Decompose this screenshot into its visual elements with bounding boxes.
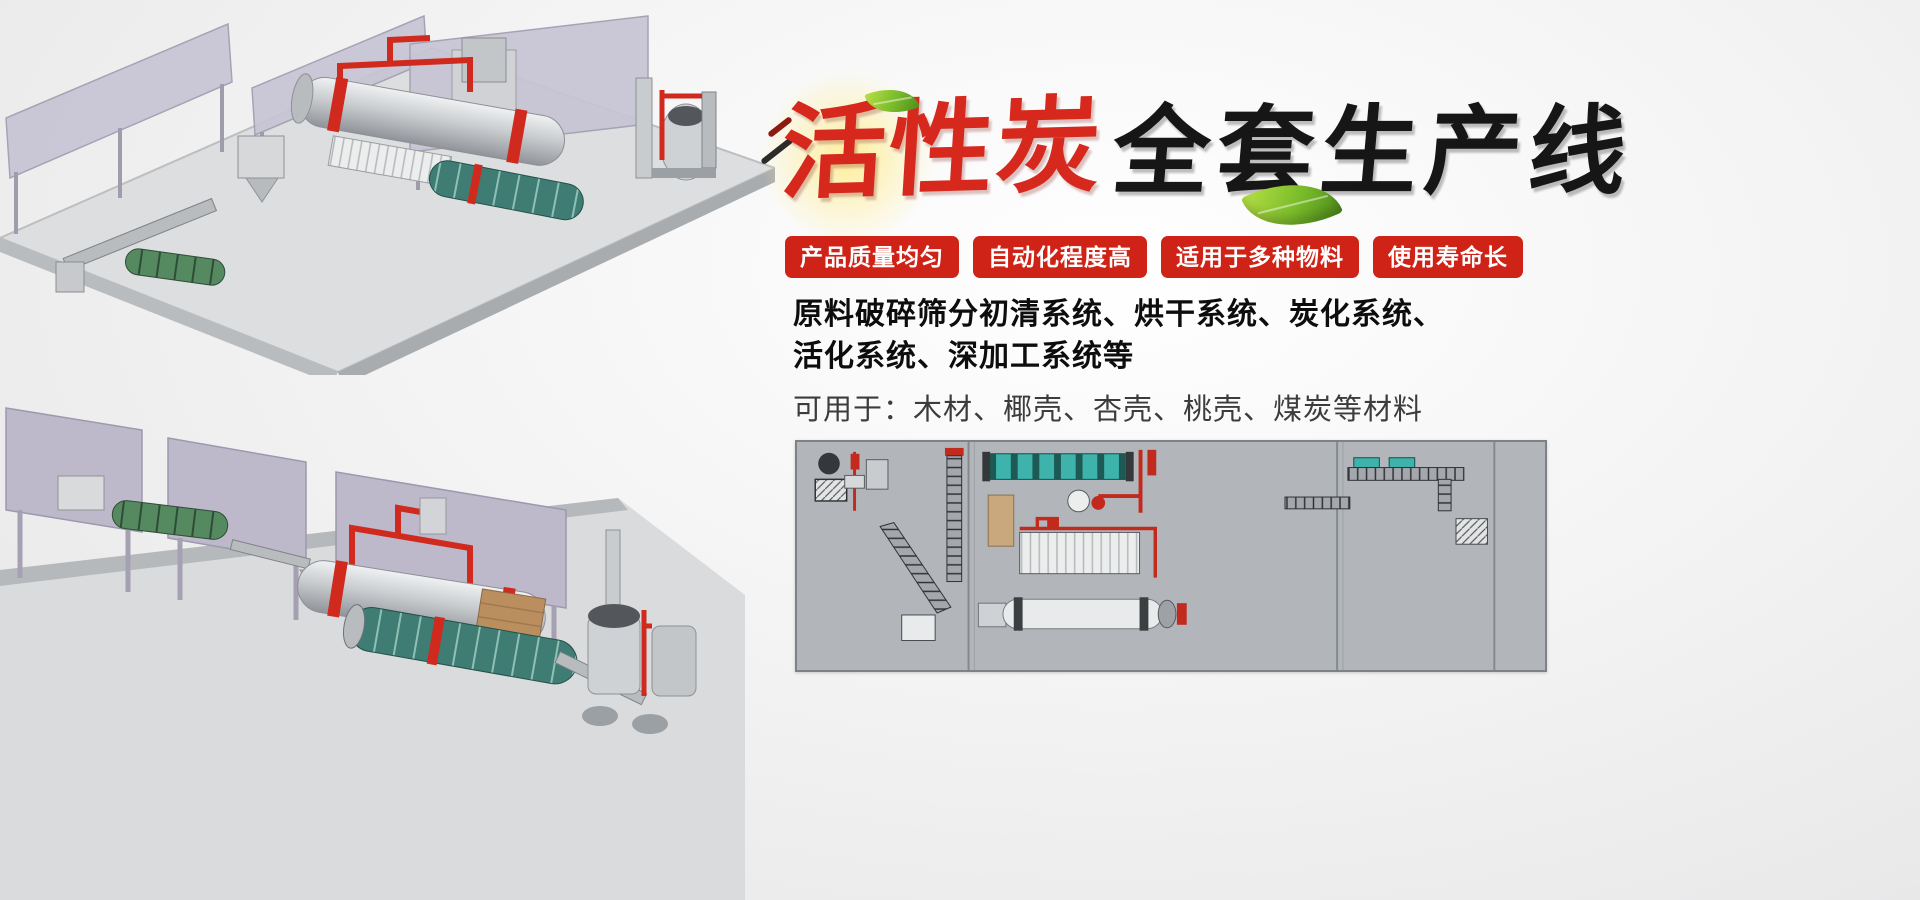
title-rest: 全套生产线 — [1108, 97, 1638, 206]
furnace-cluster — [635, 77, 717, 181]
badge-long-lifespan: 使用寿命长 — [1373, 236, 1523, 279]
materials-line: 可用于：木材、椰壳、杏壳、桃壳、煤炭等材料 — [793, 394, 1424, 426]
screening-drum — [111, 500, 229, 540]
cooling-drum-teal — [428, 160, 584, 221]
badge-multi-material: 适用于多种物料 — [1161, 236, 1359, 279]
brick-column-plan — [987, 494, 1015, 547]
dryer-drum-plan — [982, 451, 1134, 482]
description-line-2: 活化系统、深加工系统等 — [793, 340, 1134, 373]
feature-badges: 产品质量均匀 自动化程度高 适用于多种物料 使用寿命长 — [785, 236, 1523, 279]
plant-layout-schematic — [795, 440, 1547, 672]
title-highlight: 活性炭 — [778, 87, 1107, 213]
badge-high-automation: 自动化程度高 — [973, 236, 1147, 279]
rotary-dryer-drum — [290, 73, 565, 166]
badge-uniform-quality: 产品质量均匀 — [785, 236, 959, 279]
packing-section — [1347, 457, 1488, 545]
rotary-kiln-plan — [977, 597, 1187, 631]
crusher-group — [814, 451, 889, 511]
feed-hopper — [55, 261, 85, 293]
production-line-3d-render-top — [0, 14, 775, 375]
incline-conveyor — [879, 522, 952, 642]
feeder-cabinet — [237, 135, 285, 179]
description-block: 原料破碎筛分初清系统、烘干系统、炭化系统、 活化系统、深加工系统等 可用于：木材… — [793, 294, 1444, 428]
glow-burst — [748, 58, 948, 258]
activation-furnace-cluster — [582, 529, 697, 734]
cross-conveyor — [1284, 496, 1351, 510]
description-line-1: 原料破碎筛分初清系统、烘干系统、炭化系统、 — [793, 298, 1444, 331]
production-line-3d-render-bottom — [0, 407, 745, 900]
plant-layout-schematic-drawing — [801, 442, 1541, 670]
banner-title: 活性炭全套生产线 — [748, 58, 1638, 258]
cyclone-and-piping — [1067, 449, 1157, 513]
feeder-cabinet — [57, 475, 105, 511]
bucket-elevator — [944, 447, 964, 583]
screening-drum — [124, 248, 226, 286]
heat-exchanger-plan — [1019, 516, 1157, 578]
carbonization-drum-teal — [343, 604, 578, 685]
